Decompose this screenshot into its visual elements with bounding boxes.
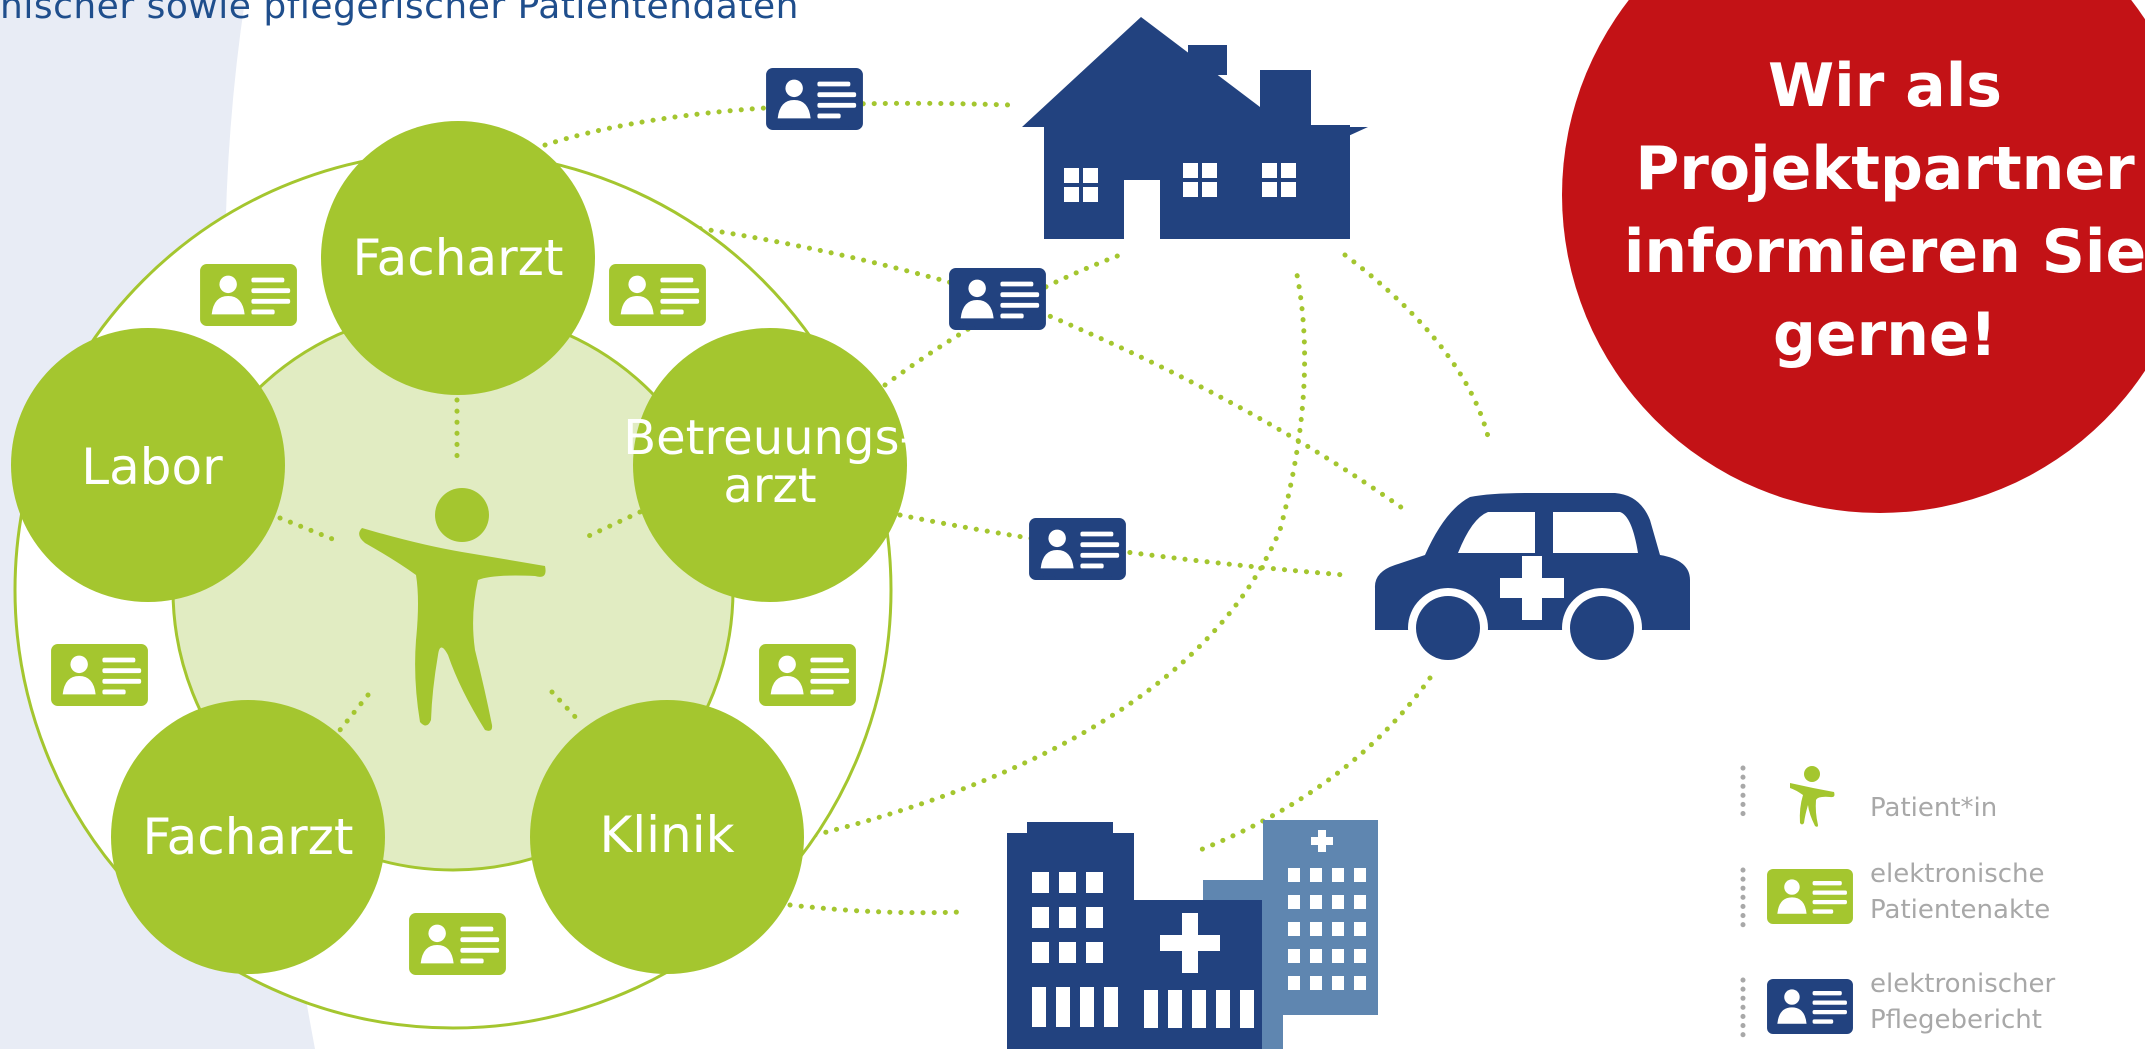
node-facharzt-bottom-circle [111, 700, 385, 974]
node-label-facharzt-bottom: Facharzt [142, 808, 354, 866]
node-label-betreuungsarzt-line1: Betreuungs- [623, 410, 917, 466]
green-record-card-icon [759, 644, 856, 706]
green-record-card-icon [409, 913, 506, 975]
node-betreuungsarzt-circle [633, 328, 907, 602]
node-label-klinik: Klinik [599, 806, 735, 864]
blue-record-card-icon [1029, 518, 1126, 580]
green-record-card-icon [51, 644, 148, 706]
legend [1740, 765, 1853, 1038]
legend-label-epa: elektronische Patientenakte [1870, 856, 2050, 928]
legend-label-pflegebericht-line1: elektronischer [1870, 969, 2056, 999]
node-label-betreuungsarzt: Betreuungs- arzt [623, 414, 917, 510]
node-facharzt-top-circle [321, 121, 595, 395]
legend-label-patient: Patient*in [1870, 793, 1998, 823]
callout-line: Wir als [1768, 51, 2002, 121]
legend-label-epa-line2: Patientenakte [1870, 895, 2051, 925]
callout-text: Wir als Projektpartner informieren Sie g… [1575, 45, 2145, 377]
legend-label-pflegebericht: elektronischer Pflegebericht [1870, 966, 2055, 1038]
callout-line: informieren Sie [1623, 217, 2145, 287]
node-label-betreuungsarzt-line2: arzt [723, 458, 817, 514]
legend-patient-icon [1790, 766, 1835, 827]
node-klinik-circle [530, 700, 804, 974]
callout-line: gerne! [1772, 300, 1997, 370]
diagram-subtitle: nischer sowie pflegerischer Patientendat… [0, 0, 799, 27]
node-label-facharzt-top: Facharzt [352, 229, 564, 287]
node-label-labor: Labor [81, 438, 223, 496]
inner-connectors [277, 397, 643, 733]
green-record-card-icon [609, 264, 706, 326]
green-record-card-icon [200, 264, 297, 326]
callout-circle [1562, 0, 2145, 513]
callout-line: Projektpartner [1635, 134, 2135, 204]
node-labor-circle [11, 328, 285, 602]
blue-record-card-icon [766, 68, 863, 130]
hospital-building-icon [1007, 820, 1378, 1050]
legend-label-pflegebericht-line2: Pflegebericht [1870, 1005, 2042, 1035]
green-record-card-icon [1767, 869, 1853, 924]
ambulance-car-icon [1374, 493, 1690, 668]
blue-record-card-icon [1767, 979, 1853, 1034]
legend-label-epa-line1: elektronische [1870, 859, 2045, 889]
blue-record-card-icon [949, 268, 1046, 330]
patient-figure-icon [359, 488, 546, 731]
house-icon [1022, 17, 1368, 239]
